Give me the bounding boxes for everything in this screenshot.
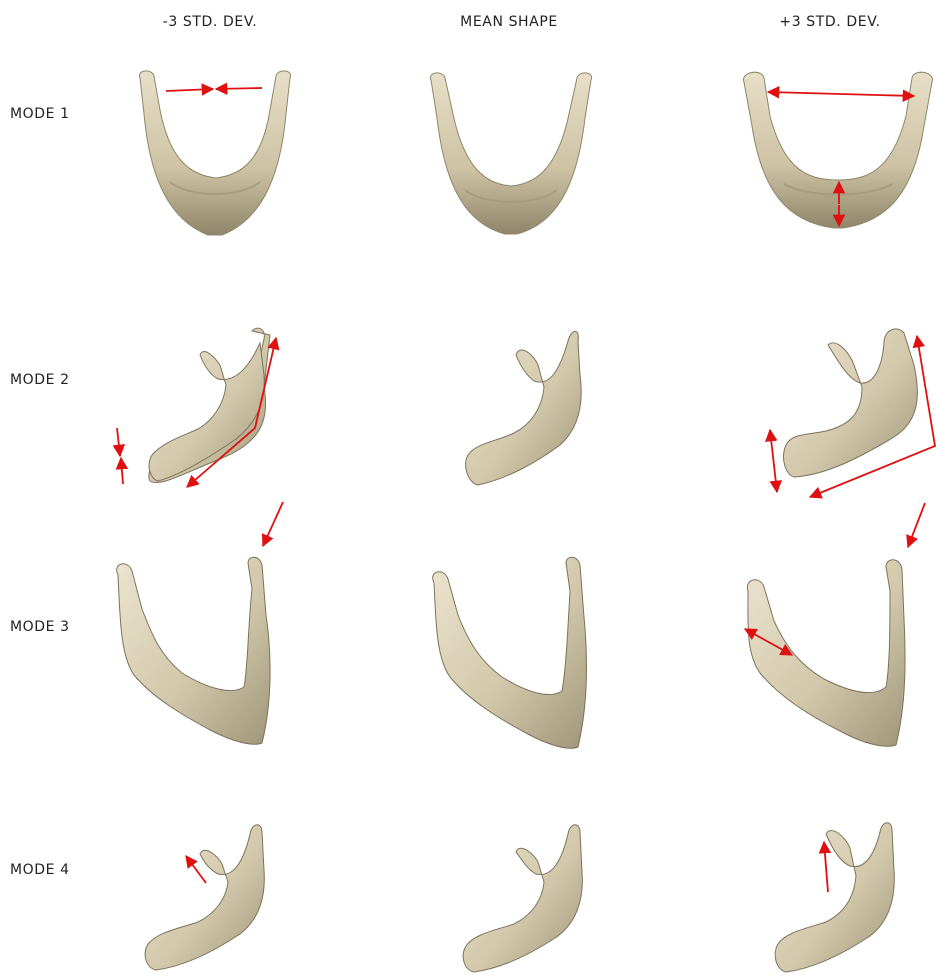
column-header-minus-3sd: -3 STD. DEV.: [110, 14, 310, 30]
mode1-plus-width-arrow: [768, 92, 914, 96]
mode4-plus-mandible: [775, 823, 894, 972]
mode4-minus-mandible: [145, 825, 264, 970]
row-label-mode-3: MODE 3: [10, 619, 70, 635]
mode1-minus-arrow-left: [166, 89, 213, 91]
mode2-minus-height-arrow-down: [117, 428, 120, 456]
row-label-mode-1: MODE 1: [10, 106, 70, 122]
row-label-mode-2: MODE 2: [10, 372, 70, 388]
mode3-plus-mandible: [747, 560, 905, 747]
mode2-mean-mandible: [466, 331, 582, 485]
mode3-plus-condyle-arrow: [908, 503, 925, 547]
mode2-plus-height-arrow: [770, 430, 777, 492]
mode4-mean-mandible: [463, 825, 582, 972]
mode1-minus-mandible: [139, 71, 290, 235]
mode2-minus-mandible: [149, 328, 270, 482]
mode3-mean-mandible: [433, 557, 587, 748]
mode2-plus-mandible: [784, 329, 918, 477]
mode1-mean-mandible: [430, 73, 591, 234]
mode1-minus-arrow-right: [216, 88, 262, 89]
column-header-mean-shape: MEAN SHAPE: [409, 14, 609, 30]
mode3-minus-condyle-arrow: [263, 502, 283, 546]
mode4-plus-coronoid-arrow: [824, 842, 828, 892]
mode3-minus-mandible: [117, 557, 270, 744]
row-label-mode-4: MODE 4: [10, 862, 70, 878]
column-header-plus-3sd: +3 STD. DEV.: [730, 14, 930, 30]
mode2-minus-height-arrow-up: [121, 458, 123, 484]
